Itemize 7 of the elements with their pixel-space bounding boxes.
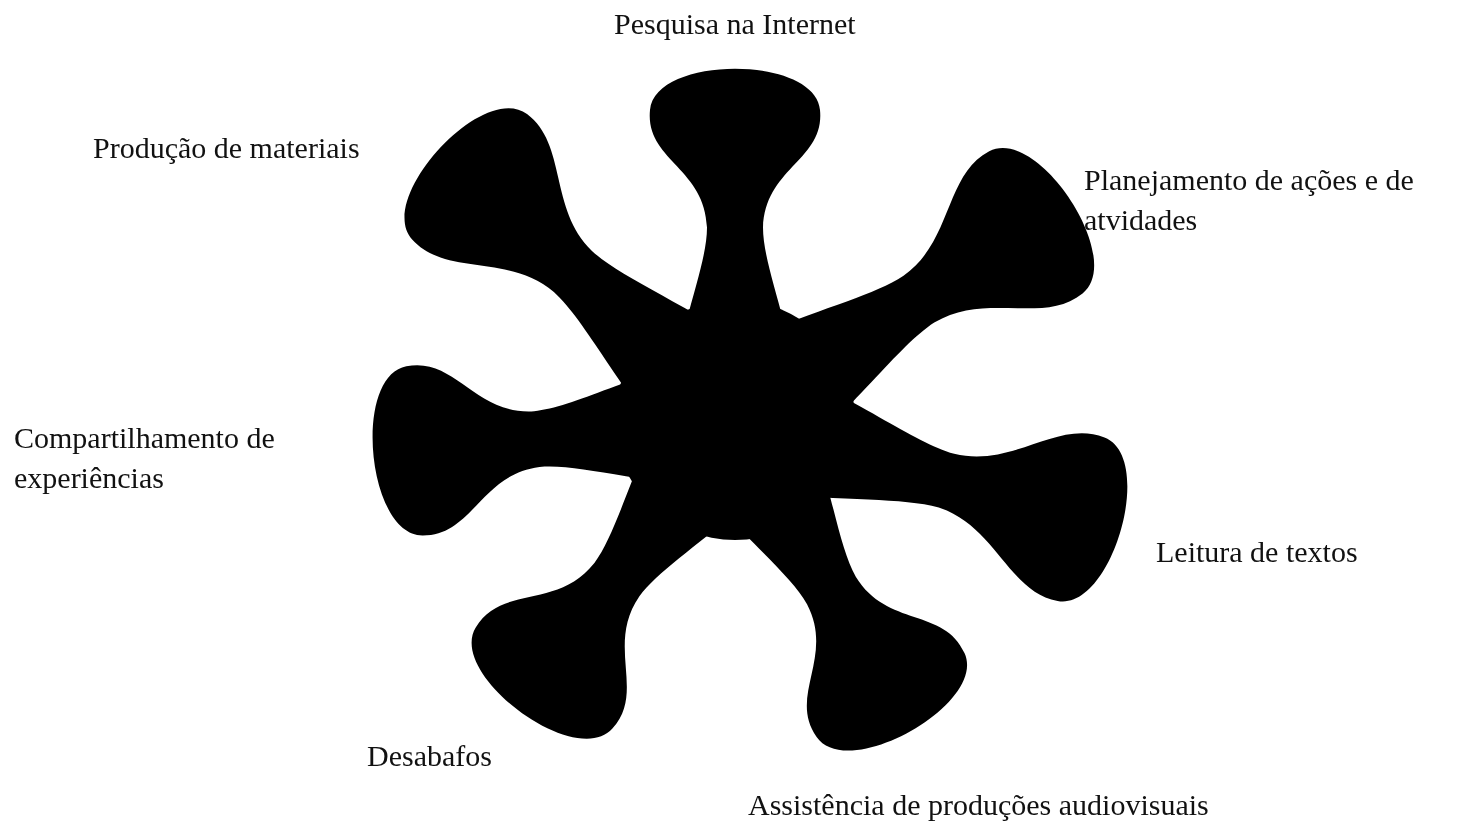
item-label: Assistência de produções audiovisuais	[748, 787, 1209, 823]
item-label: Pesquisa na Internet	[614, 6, 856, 42]
item-label: Produção de materiais	[93, 130, 360, 166]
item-label: Desabafos	[367, 738, 492, 774]
item-label: Planejamento de ações e de atvidades	[1084, 162, 1415, 238]
item-label: Compartilhamento de experiências	[14, 420, 276, 496]
item-label: Leitura de textos	[1156, 534, 1358, 570]
